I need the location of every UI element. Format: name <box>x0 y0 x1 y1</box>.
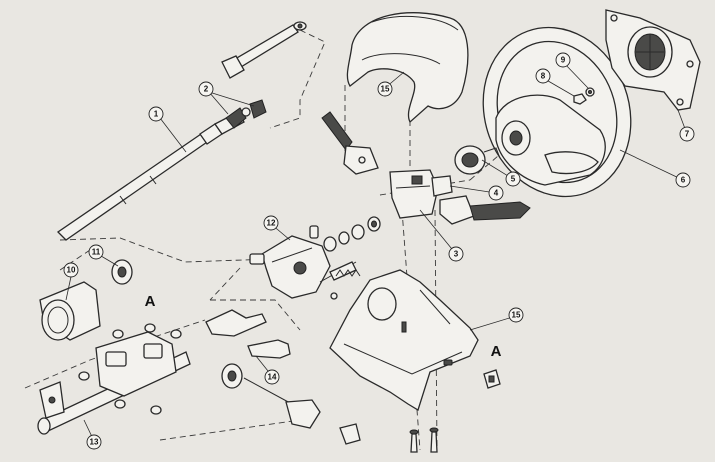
callout-5: 5 <box>505 171 521 187</box>
detail-marker-right: A <box>491 343 502 360</box>
callout-15-upper: 15 <box>377 81 393 97</box>
callout-15-lower-label: 15 <box>512 311 521 320</box>
part-15-lower-shroud <box>329 269 479 411</box>
lock-spring <box>335 269 361 277</box>
part-3-switch-housing <box>389 169 453 219</box>
upper-shaft <box>221 21 307 79</box>
callout-5-label: 5 <box>511 175 516 184</box>
callout-10: 10 <box>63 262 79 278</box>
callout-4: 4 <box>488 185 504 201</box>
callout-14: 14 <box>264 369 280 385</box>
callout-13-label: 13 <box>90 438 99 447</box>
right-wiper-stalk <box>439 195 531 225</box>
callout-4-label: 4 <box>494 189 499 198</box>
part-11-bearing <box>111 259 133 285</box>
detail-marker-left: A <box>145 293 156 310</box>
callout-12-label: 12 <box>267 219 276 228</box>
callout-13: 13 <box>86 434 102 450</box>
part-8-9-nut-washer <box>573 87 595 105</box>
callout-15-lower: 15 <box>508 307 524 323</box>
left-indicator-stalk <box>321 111 379 175</box>
callout-1: 1 <box>148 106 164 122</box>
part-10-boot <box>39 281 101 341</box>
callout-6: 6 <box>675 172 691 188</box>
callout-8: 8 <box>535 68 551 84</box>
part-1-steering-shaft <box>56 111 245 241</box>
callout-12: 12 <box>263 215 279 231</box>
part-13-column-tube <box>37 331 191 435</box>
callout-11-label: 11 <box>92 248 101 257</box>
part-15-upper-shroud <box>346 12 469 124</box>
callout-6-label: 6 <box>681 176 686 185</box>
callout-11: 11 <box>88 244 104 260</box>
part-14-ignition-switch <box>205 309 361 445</box>
part-7-cover-plate <box>605 9 701 111</box>
part-12-lock-housing <box>249 235 357 300</box>
detail-a-clip-right <box>483 369 501 389</box>
callout-9: 9 <box>555 52 571 68</box>
part-2-joint-clip <box>225 99 267 129</box>
callout-1-label: 1 <box>154 110 159 119</box>
callout-2-label: 2 <box>204 85 209 94</box>
callout-3-label: 3 <box>454 250 459 259</box>
detail-a-nuts-left <box>78 323 182 415</box>
callout-14-label: 14 <box>268 373 277 382</box>
callout-8-label: 8 <box>541 72 546 81</box>
bearing-ring-stack <box>309 216 381 252</box>
callout-10-label: 10 <box>67 266 76 275</box>
callout-15-upper-label: 15 <box>381 85 390 94</box>
mounting-screws <box>409 427 439 453</box>
callout-7-label: 7 <box>685 130 690 139</box>
callout-7: 7 <box>679 126 695 142</box>
callout-9-label: 9 <box>561 56 566 65</box>
callout-3: 3 <box>448 246 464 262</box>
part-5-slip-ring <box>454 145 501 175</box>
part-6-steering-wheel <box>482 26 632 198</box>
callout-2: 2 <box>198 81 214 97</box>
